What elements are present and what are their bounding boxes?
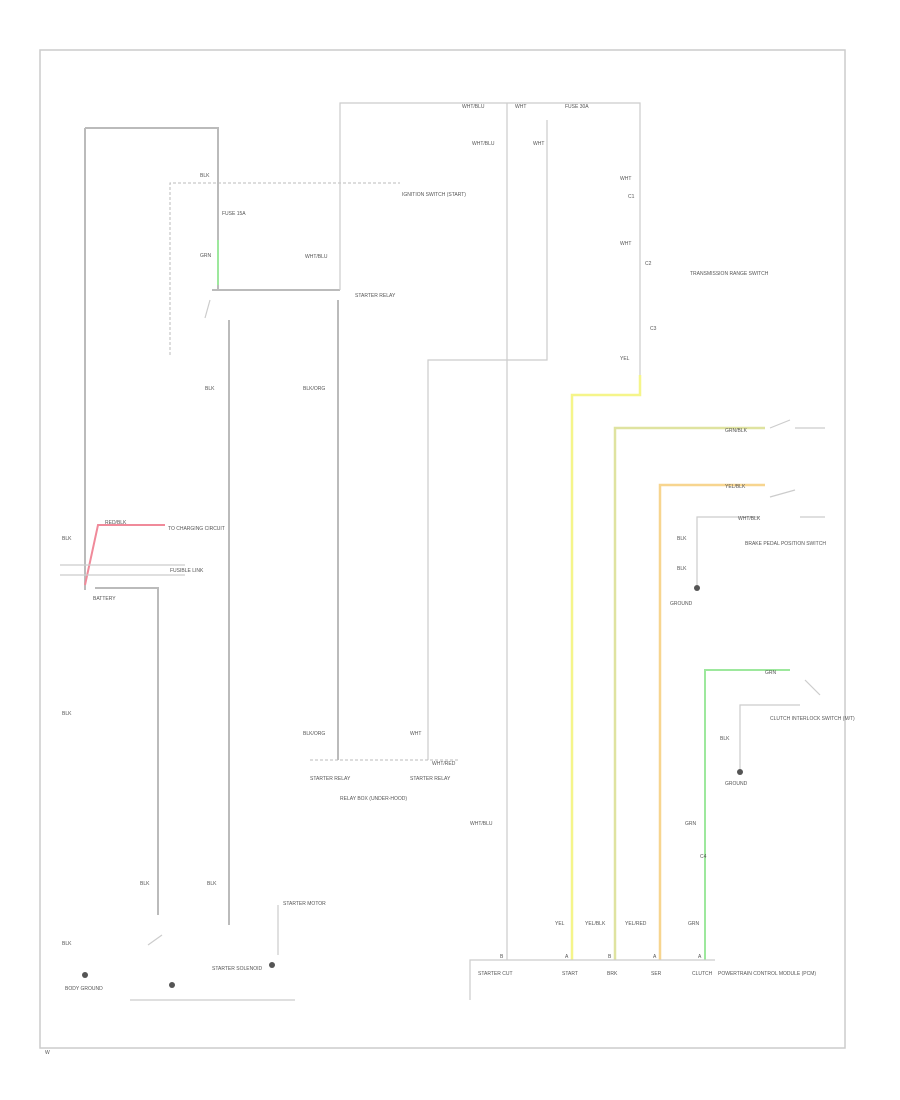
label: CLUTCH INTERLOCK SWITCH (M/T) (770, 716, 855, 722)
label: BLK (677, 536, 687, 542)
label: TRANSMISSION RANGE SWITCH (690, 271, 769, 277)
labels: BLK GRN FUSE 15A WHT/BLU STARTER RELAY I… (45, 104, 855, 1056)
wire-battery-main (85, 127, 219, 290)
label: IGNITION SWITCH (START) (402, 192, 466, 198)
label: GRN (765, 670, 777, 676)
brake-switch-contact (769, 419, 825, 429)
label: A (565, 954, 569, 960)
label: STARTER RELAY (355, 293, 396, 299)
ignition-switch-box (169, 182, 400, 355)
label: POWERTRAIN CONTROL MODULE (PCM) (718, 971, 816, 977)
label: BLK/ORG (303, 386, 325, 392)
label: B (608, 954, 612, 960)
wire-top-bus (339, 102, 641, 375)
label: WHT (620, 176, 631, 182)
diagram-frame (39, 49, 846, 1049)
label: WHT/BLU (305, 254, 328, 260)
switch-contact (204, 299, 211, 319)
label: GROUND (670, 601, 693, 607)
battery-symbol (60, 564, 185, 576)
pcm-connector (469, 959, 715, 1000)
label: C4 (700, 854, 707, 860)
label: BLK (205, 386, 215, 392)
label: STARTER RELAY (310, 776, 351, 782)
label: STARTER CUT (478, 971, 513, 977)
label: WHT/RED (432, 761, 456, 767)
label: BLK (200, 173, 210, 179)
label: BLK (62, 941, 72, 947)
wire-orange-ser (658, 483, 765, 960)
label: STARTER SOLENOID (212, 966, 262, 972)
label: YEL (555, 921, 565, 927)
label: WHT/BLK (738, 516, 761, 522)
label: C3 (650, 326, 657, 332)
label: START (562, 971, 578, 977)
label: FUSIBLE LINK (170, 568, 204, 574)
wire-brake-switch (613, 426, 765, 960)
label: BLK (62, 536, 72, 542)
label: RELAY BOX (UNDER-HOOD) (340, 796, 407, 802)
starter-terminal (169, 982, 175, 988)
label: FUSE 30A (565, 104, 589, 110)
ground-point-2 (694, 585, 700, 591)
label: YEL (620, 356, 630, 362)
label: SER (651, 971, 662, 977)
clutch-switch (739, 679, 821, 770)
ground-point (82, 972, 88, 978)
label: WHT (620, 241, 631, 247)
starter-switch (147, 934, 163, 946)
label: WHT (410, 731, 421, 737)
starter-motor-terminal (269, 962, 275, 968)
label: YEL/RED (625, 921, 647, 927)
label: GRN (200, 253, 212, 259)
label: STARTER MOTOR (283, 901, 326, 907)
wire-yellow-start (570, 375, 642, 960)
label: BODY GROUND (65, 986, 103, 992)
label: C2 (645, 261, 652, 267)
label: C1 (628, 194, 635, 200)
label: BLK (140, 881, 150, 887)
label: BRAKE PEDAL POSITION SWITCH (745, 541, 826, 547)
label: WHT/BLU (462, 104, 485, 110)
label: GROUND (725, 781, 748, 787)
wire-green-clutch (704, 669, 790, 960)
ground-point-3 (737, 769, 743, 775)
label: B (500, 954, 504, 960)
label: BRK (607, 971, 618, 977)
label: BLK (677, 566, 687, 572)
label: CLUTCH (692, 971, 713, 977)
label: STARTER RELAY (410, 776, 451, 782)
label: BLK (207, 881, 217, 887)
label: BLK (720, 736, 730, 742)
label: A (653, 954, 657, 960)
label: YEL/BLK (725, 484, 746, 490)
label: GRN (685, 821, 697, 827)
label: BLK/ORG (303, 731, 325, 737)
label: W (45, 1050, 50, 1056)
label: A (698, 954, 702, 960)
label: BLK (62, 711, 72, 717)
label: WHT/BLU (470, 821, 493, 827)
wire-relay-out (427, 120, 548, 760)
label: YEL/BLK (585, 921, 606, 927)
wire-starter-cable (95, 587, 159, 915)
label: WHT/BLU (472, 141, 495, 147)
label: GRN (688, 921, 700, 927)
label: WHT (533, 141, 544, 147)
switch-2 (696, 489, 825, 585)
wire-red-charging (84, 524, 165, 586)
label: GRN/BLK (725, 428, 748, 434)
label: BATTERY (93, 596, 116, 602)
label: TO CHARGING CIRCUIT (168, 526, 225, 532)
label: FUSE 15A (222, 211, 246, 217)
label: RED/BLK (105, 520, 127, 526)
label: WHT (515, 104, 526, 110)
